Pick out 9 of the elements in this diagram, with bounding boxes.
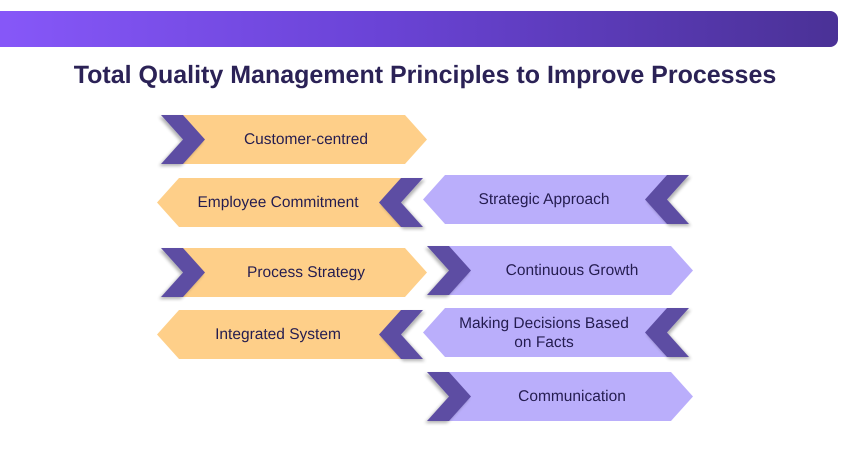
banner-label: Integrated System [215, 325, 341, 344]
title: Total Quality Management Principles to Improve Processes [74, 60, 776, 90]
banner-label: Customer-centred [244, 130, 368, 149]
banner-label: Continuous Growth [506, 261, 638, 280]
banner-label: Making Decisions Based on Facts [458, 314, 630, 352]
banner-label: Process Strategy [246, 263, 366, 282]
banner-label: Communication [518, 387, 626, 406]
banner-label: Employee Commitment [197, 193, 359, 212]
banner-label: Strategic Approach [478, 190, 610, 209]
